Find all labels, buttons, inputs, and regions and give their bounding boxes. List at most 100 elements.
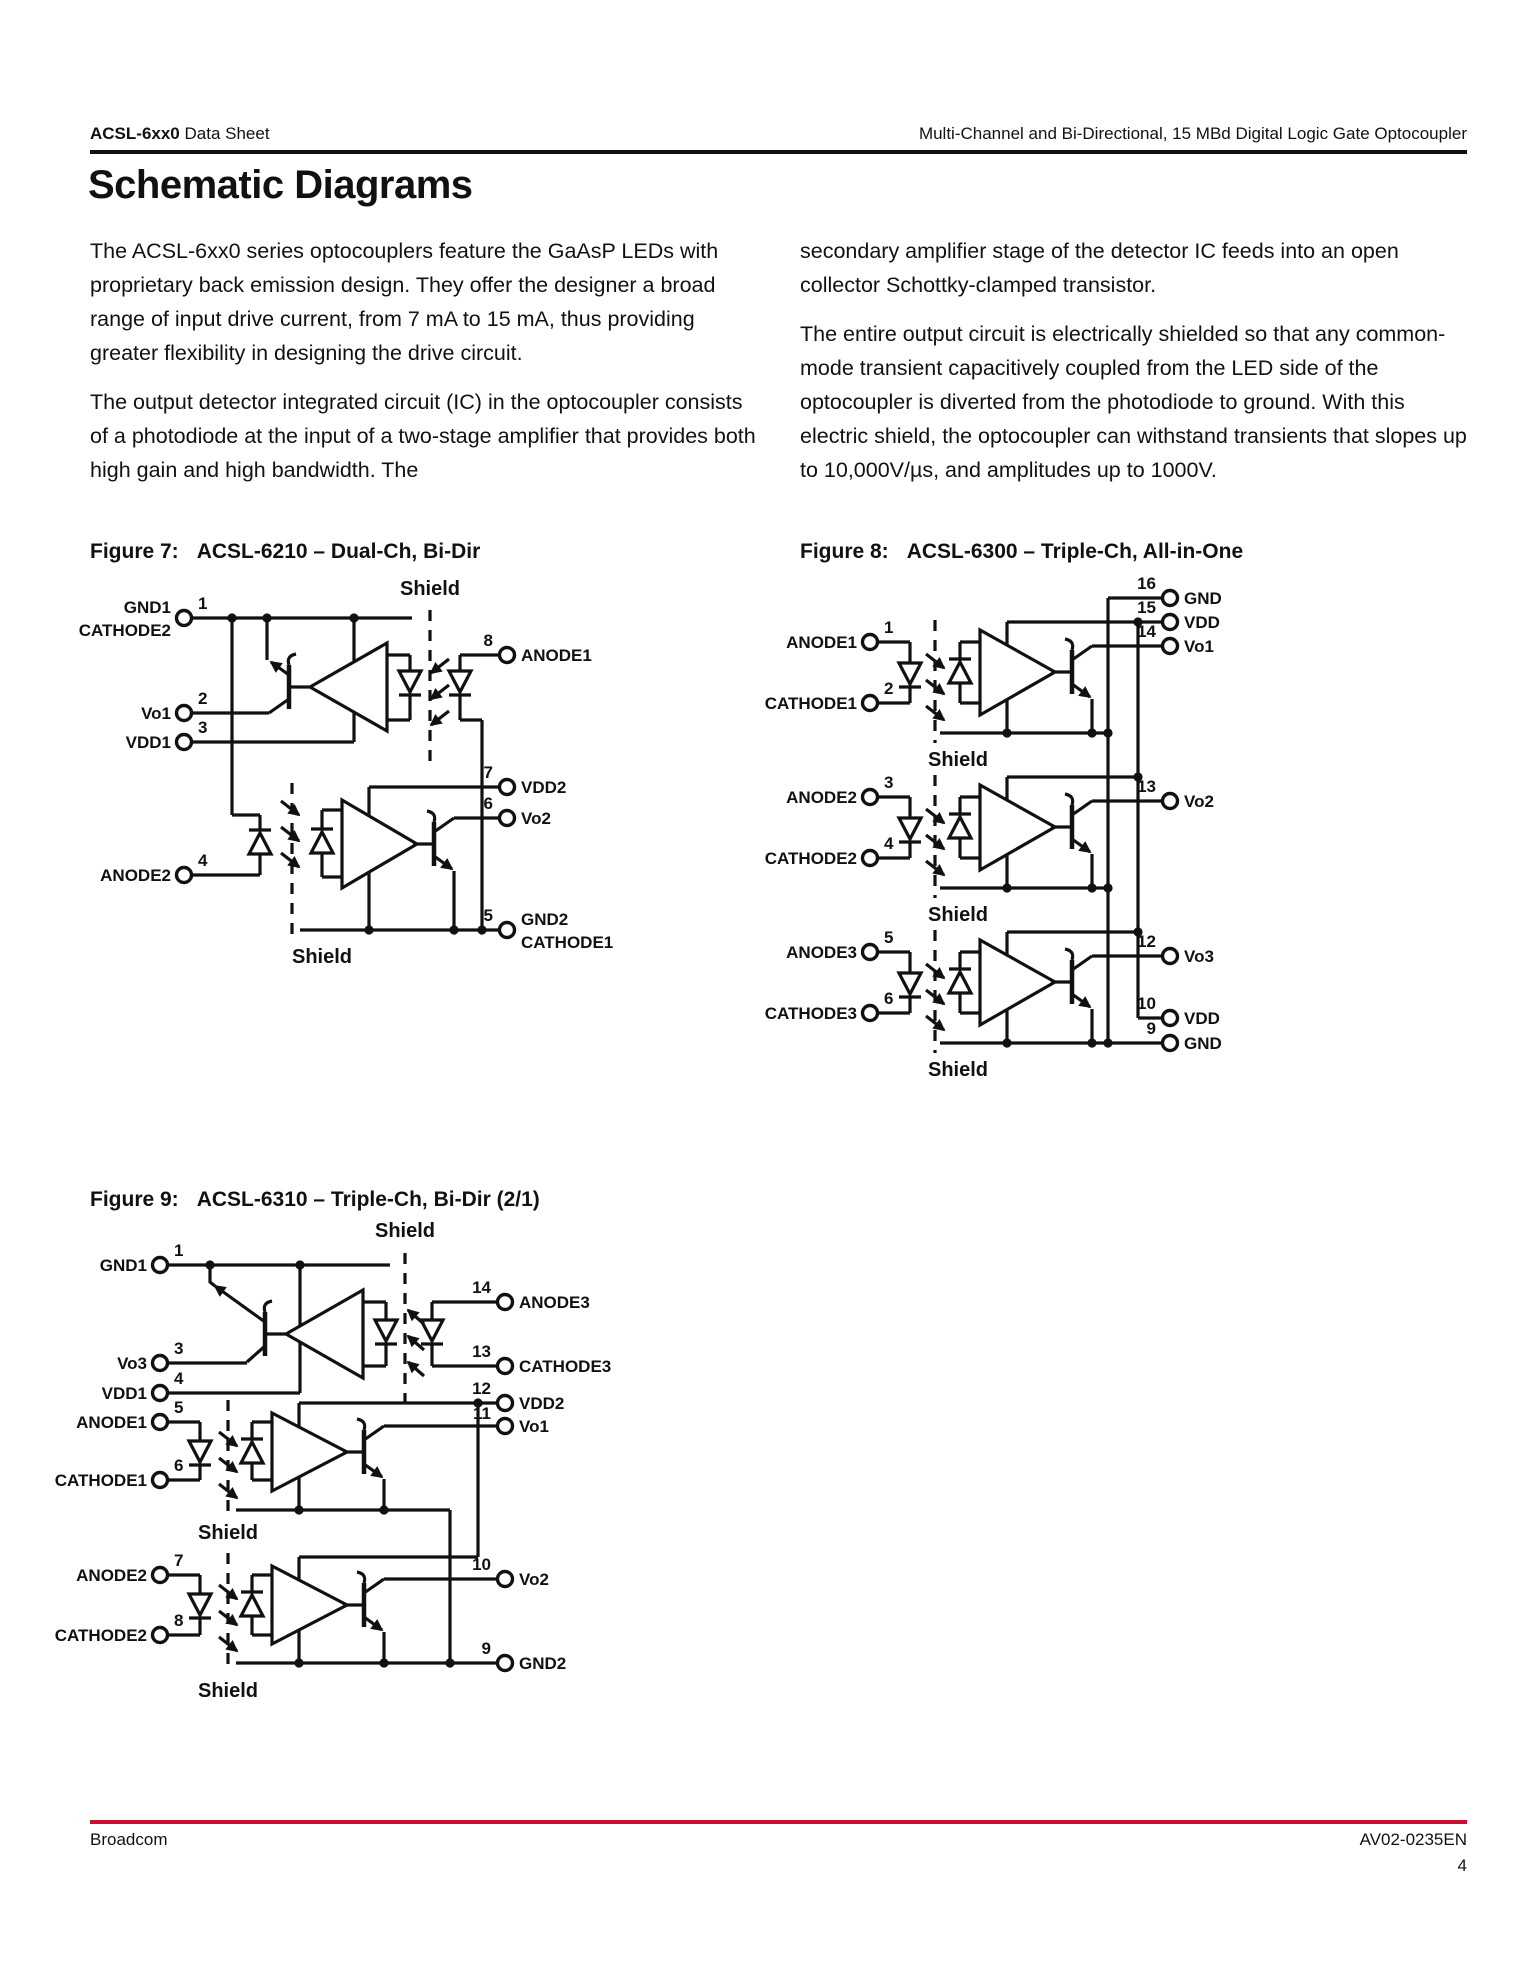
shield-label: Shield — [198, 1680, 258, 1702]
transistor-symbol — [343, 1570, 385, 1632]
pin-terminals — [860, 588, 1180, 1053]
transistor-symbol — [213, 1284, 286, 1364]
terminal — [495, 1292, 515, 1312]
page-title: Schematic Diagrams — [88, 163, 473, 207]
pin-number: 5 — [174, 1398, 183, 1417]
footer-rule — [90, 1820, 1467, 1824]
shield-label: Shield — [292, 946, 352, 968]
pin-number: 1 — [198, 594, 207, 613]
transistor-symbol — [1051, 637, 1093, 699]
terminal — [497, 777, 517, 797]
pin-label: VDD2 — [519, 1394, 564, 1413]
pin-label: CATHODE1 — [521, 933, 613, 952]
header-rule — [90, 150, 1467, 154]
terminal — [174, 732, 194, 752]
terminal — [1160, 791, 1180, 811]
amplifier-symbol — [270, 1563, 351, 1647]
terminal — [150, 1565, 170, 1585]
terminal — [860, 942, 880, 962]
pin-number: 12 — [472, 1379, 491, 1398]
pin-label: Vo1 — [1184, 637, 1214, 656]
pin-label: ANODE3 — [786, 943, 857, 962]
pin-label: VDD — [1184, 1009, 1220, 1028]
pin-number: 14 — [1137, 622, 1156, 641]
pin-number: 16 — [1137, 574, 1156, 593]
pin-label: CATHODE2 — [765, 849, 857, 868]
pin-label: GND1 — [124, 598, 171, 617]
terminal — [860, 787, 880, 807]
light-arrows — [429, 657, 450, 727]
header-subtitle: Multi-Channel and Bi-Directional, 15 MBd… — [918, 124, 1467, 143]
pin-label: ANODE2 — [100, 866, 171, 885]
pin-label: GND — [1184, 1034, 1222, 1053]
shield-label: Shield — [375, 1220, 435, 1242]
pin-label: ANODE3 — [519, 1293, 590, 1312]
figure8-caption: Figure 8:ACSL-6300 – Triple-Ch, All-in-O… — [800, 540, 1243, 564]
photodiode-symbol — [239, 1573, 272, 1637]
shield-label: Shield — [198, 1522, 258, 1544]
terminal — [174, 608, 194, 628]
amplifier-symbol — [340, 797, 421, 891]
transistor-symbol — [343, 1417, 385, 1479]
pin-label: Vo2 — [521, 809, 551, 828]
caption-label: Figure 8: — [800, 540, 889, 563]
pin-number: 13 — [1137, 777, 1156, 796]
pin-number: 1 — [884, 618, 893, 637]
pin-number: 5 — [884, 928, 893, 947]
pin-number: 4 — [174, 1369, 184, 1388]
pin-number: 3 — [198, 718, 207, 737]
pin-label: Vo2 — [1184, 792, 1214, 811]
pin-number: 11 — [473, 1404, 491, 1423]
caption-title: ACSL-6310 – Triple-Ch, Bi-Dir (2/1) — [196, 1188, 540, 1211]
photodiode-symbol — [363, 1300, 399, 1368]
paragraph: The ACSL-6xx0 series optocouplers featur… — [90, 239, 719, 365]
photodiode-symbol — [947, 795, 980, 860]
body-column-right: secondary amplifier stage of the detecto… — [800, 234, 1472, 502]
terminal — [150, 1625, 170, 1645]
shield-label: Shield — [928, 904, 988, 926]
pin-number: 6 — [174, 1456, 183, 1475]
pin-label: GND2 — [519, 1654, 566, 1673]
led-symbol — [897, 971, 923, 999]
led-symbol — [447, 655, 473, 720]
pin-label: GND2 — [521, 910, 568, 929]
figure9-schematic: Shield Shield Shield 1 GND1 3 Vo3 4 VDD1… — [55, 1220, 612, 1702]
terminal — [1160, 946, 1180, 966]
led-symbol — [897, 661, 923, 689]
pin-number: 3 — [174, 1339, 183, 1358]
figure9-caption: Figure 9:ACSL-6310 – Triple-Ch, Bi-Dir (… — [90, 1188, 540, 1212]
junction-dots — [227, 613, 487, 935]
terminal — [495, 1356, 515, 1376]
pin-label: VDD2 — [521, 778, 566, 797]
paragraph: The output detector integrated circuit (… — [90, 390, 756, 482]
pin-label: ANODE1 — [786, 633, 857, 652]
figure7-schematic: Shield Shield 1 GND1 CATHODE2 2 Vo1 3 VD… — [79, 578, 614, 968]
terminal — [1160, 612, 1180, 632]
pin-number: 4 — [884, 834, 894, 853]
pin-label: ANODE1 — [521, 646, 592, 665]
junction-dots — [205, 1260, 483, 1668]
terminal — [860, 632, 880, 652]
figure8-schematic: Shield Shield Shield 1 ANODE1 2 CATHODE1… — [765, 574, 1222, 1081]
terminal — [1160, 1008, 1180, 1028]
caption-title: ACSL-6210 – Dual-Ch, Bi-Dir — [196, 540, 481, 563]
footer-page-number: 4 — [1457, 1856, 1467, 1875]
photodiode-symbol — [309, 808, 342, 879]
pin-number: 12 — [1137, 932, 1156, 951]
led-symbol — [187, 1592, 213, 1620]
transistor-symbol — [1051, 947, 1093, 1009]
doc-type: Data Sheet — [179, 124, 270, 143]
pin-number: 6 — [484, 794, 493, 813]
figure7-caption: Figure 7:ACSL-6210 – Dual-Ch, Bi-Dir — [90, 540, 480, 564]
pin-number: 5 — [484, 906, 493, 925]
led-symbol — [419, 1302, 445, 1366]
photodiode-symbol — [387, 653, 423, 722]
shield-label: Shield — [400, 578, 460, 600]
shield-label: Shield — [928, 749, 988, 771]
pin-label: VDD1 — [102, 1384, 147, 1403]
product-name: ACSL-6xx0 — [90, 124, 180, 143]
photodiode-symbol — [947, 950, 980, 1015]
pin-label: ANODE1 — [76, 1413, 147, 1432]
terminal — [150, 1255, 170, 1275]
amplifier-symbol — [270, 1410, 351, 1494]
